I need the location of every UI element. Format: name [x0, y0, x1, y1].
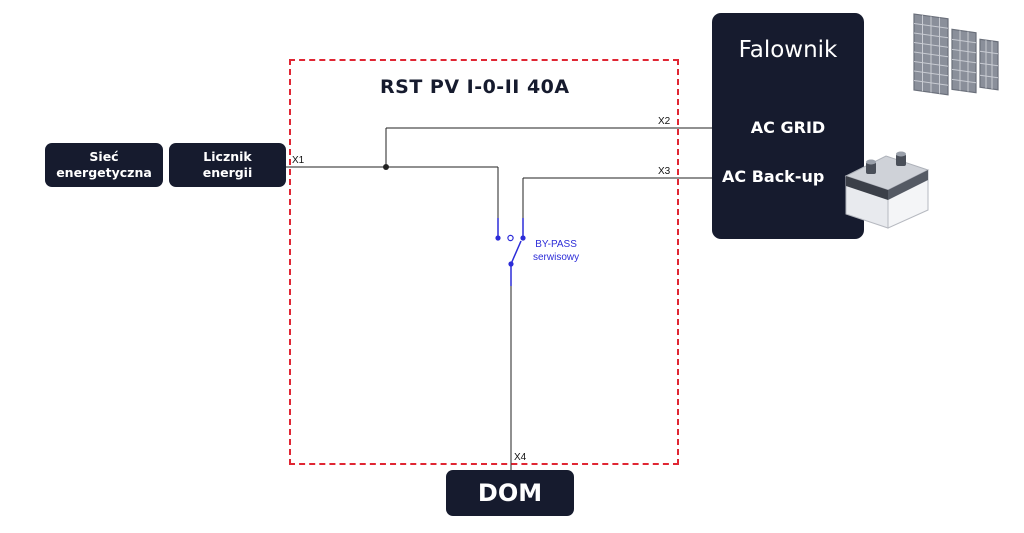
house-label: DOM: [477, 479, 543, 507]
bypass-label-line1: BY-PASS: [535, 239, 577, 250]
inverter-box: Falownik AC GRID AC Back-up: [712, 13, 864, 239]
grid-source-line2: energetyczna: [56, 165, 152, 180]
bypass-label: BY-PASS serwisowy: [533, 238, 579, 264]
battery-icon: [844, 151, 930, 229]
switch-center-dot: [507, 234, 514, 242]
terminal-x1: X1: [292, 155, 305, 166]
grid-source-box: Sieć energetyczna: [45, 143, 163, 187]
grid-source-line1: Sieć: [89, 149, 119, 164]
rst-switch-frame: [289, 59, 679, 465]
house-box: DOM: [446, 470, 574, 516]
energy-meter-line1: Licznik: [203, 149, 252, 164]
solar-panels-icon: [913, 13, 999, 96]
energy-meter-line2: energii: [202, 165, 253, 180]
inverter-ac-backup: AC Back-up: [722, 167, 825, 186]
terminal-x3: X3: [658, 166, 671, 177]
energy-meter-box: Licznik energii: [169, 143, 286, 187]
switch-left-dot: [495, 235, 501, 241]
terminal-x4: X4: [514, 452, 527, 463]
switch-lever: [510, 240, 522, 265]
bypass-label-line2: serwisowy: [533, 252, 580, 263]
inverter-title: Falownik: [738, 37, 838, 63]
terminal-x2: X2: [658, 116, 671, 127]
rst-title: RST PV I-0-II 40A: [380, 76, 570, 98]
switch-right-dot: [520, 235, 526, 241]
inverter-ac-grid: AC GRID: [750, 118, 826, 137]
